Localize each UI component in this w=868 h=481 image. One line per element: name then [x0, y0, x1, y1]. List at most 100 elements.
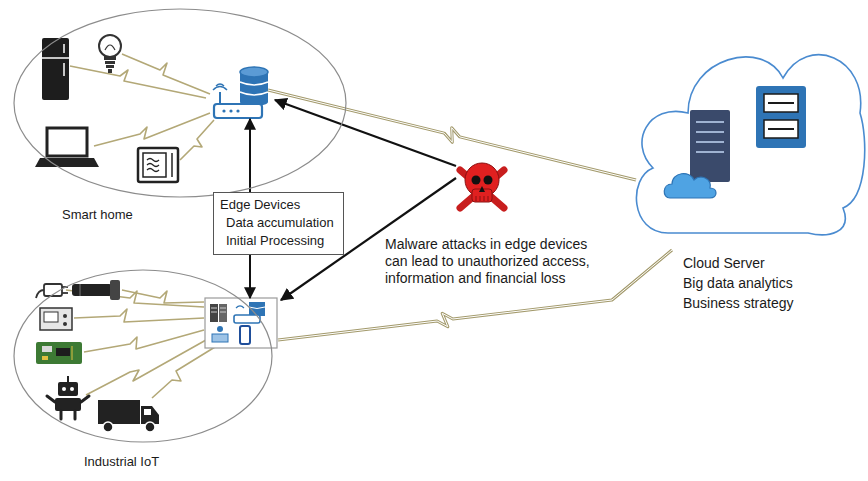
laptop-icon [35, 128, 99, 167]
circuit-board-icon [56, 348, 70, 356]
plug-icon [62, 292, 68, 294]
edge-device-cluster [217, 326, 223, 332]
malware-skull-icon [460, 163, 504, 208]
truck-icon [145, 422, 155, 432]
control-panel-icon [40, 308, 72, 330]
robot-icon [67, 376, 69, 382]
microwave-icon [143, 153, 166, 177]
control-panel-icon [63, 314, 67, 318]
malware-skull-icon [484, 176, 493, 185]
fridge-icon [63, 44, 65, 53]
circuit-board-icon [72, 346, 73, 360]
plug-icon [36, 290, 44, 298]
fridge-icon [42, 57, 69, 59]
router-database-icon [229, 109, 232, 112]
circuit-board-icon [42, 346, 52, 352]
group-outline [12, 268, 274, 474]
router-database-icon [236, 109, 239, 112]
robot-icon [47, 396, 89, 402]
edge-device-cluster [236, 306, 244, 308]
wireless-link [70, 66, 206, 98]
truck-icon [144, 409, 151, 415]
server-icon [664, 174, 716, 198]
wireless-link [74, 309, 204, 322]
circuit-board-icon [36, 342, 82, 364]
actuator-icon [72, 284, 112, 296]
wireless-link [66, 290, 215, 398]
node-heading: Smart home [62, 207, 133, 223]
light-bulb-icon [105, 45, 115, 50]
edge-device-cluster [219, 304, 227, 322]
light-bulb-icon [108, 69, 112, 73]
control-panel-icon [44, 312, 58, 322]
node-text: Business strategy [683, 294, 794, 312]
light-bulb-icon [104, 56, 116, 60]
router-database-icon [240, 82, 268, 95]
node-text: Data accumulation [220, 214, 334, 232]
truck-icon [98, 400, 140, 424]
malware-skull-icon [476, 196, 488, 201]
router-database-icon [213, 67, 268, 118]
circuit-board-icon [36, 342, 82, 364]
light-bulb-icon [106, 65, 114, 68]
group-ellipse [14, 9, 346, 197]
wireless-link [94, 113, 210, 146]
actuator-icon [72, 280, 120, 300]
edge-device-cluster [249, 307, 265, 309]
edge-device-cluster [211, 308, 226, 312]
edge-device-cluster [212, 334, 228, 342]
router-database-icon [240, 67, 268, 77]
wireless-link [84, 330, 204, 352]
wireless-link [70, 54, 214, 160]
node-text: Big data analytics [683, 274, 793, 292]
truck-icon [103, 422, 113, 432]
microwave-icon [147, 159, 159, 172]
microwave-icon [138, 148, 178, 182]
laptop-icon [47, 128, 87, 156]
router-database-icon [219, 92, 221, 104]
server-icon [696, 122, 724, 152]
edge-devices-box: Edge DevicesData accumulationInitial Pro… [213, 192, 344, 255]
industrial-iot-group: Industrial IoT [12, 268, 274, 474]
cloud-shape [628, 28, 866, 318]
plug-icon [36, 284, 68, 298]
edge-device-cluster [205, 298, 277, 348]
group-ellipse [14, 270, 272, 442]
storage-icon [756, 86, 806, 148]
network-link [268, 90, 636, 180]
wireless-link [86, 340, 206, 395]
microwave-icon [138, 148, 178, 182]
router-database-icon [222, 109, 225, 112]
light-bulb-icon [99, 35, 121, 73]
malware-skull-icon [472, 176, 481, 185]
edge-device-cluster [210, 304, 218, 322]
data-flow-arrow [249, 119, 251, 192]
actuator-icon [80, 284, 81, 296]
network-link [268, 90, 636, 180]
wireless-link [180, 120, 214, 160]
robot-icon [58, 382, 78, 396]
control-panel-icon [40, 308, 72, 330]
microwave-icon [171, 153, 173, 177]
node-heading: Cloud Server [683, 254, 765, 272]
wireless-link [152, 347, 215, 398]
wireless-link [122, 290, 204, 303]
callout-note: Malware attacks in edge devices can lead… [385, 236, 607, 287]
circuit-board-icon [42, 356, 48, 360]
robot-icon [55, 398, 81, 411]
light-bulb-icon [105, 61, 115, 64]
attack-arrow [275, 100, 456, 166]
robot-icon [62, 387, 66, 391]
robot-icon [70, 387, 74, 391]
router-database-icon [214, 104, 262, 118]
storage-icon [768, 103, 794, 129]
laptop-icon [35, 158, 99, 167]
edge-device-cluster [205, 298, 277, 348]
wireless-link [122, 54, 210, 94]
edge-device-cluster [234, 315, 260, 323]
light-bulb-icon [99, 35, 121, 57]
data-flow-arrow [250, 119, 251, 192]
edge-device-cluster [240, 326, 250, 344]
cloud-server: Cloud ServerBig data analyticsBusiness s… [628, 28, 866, 318]
